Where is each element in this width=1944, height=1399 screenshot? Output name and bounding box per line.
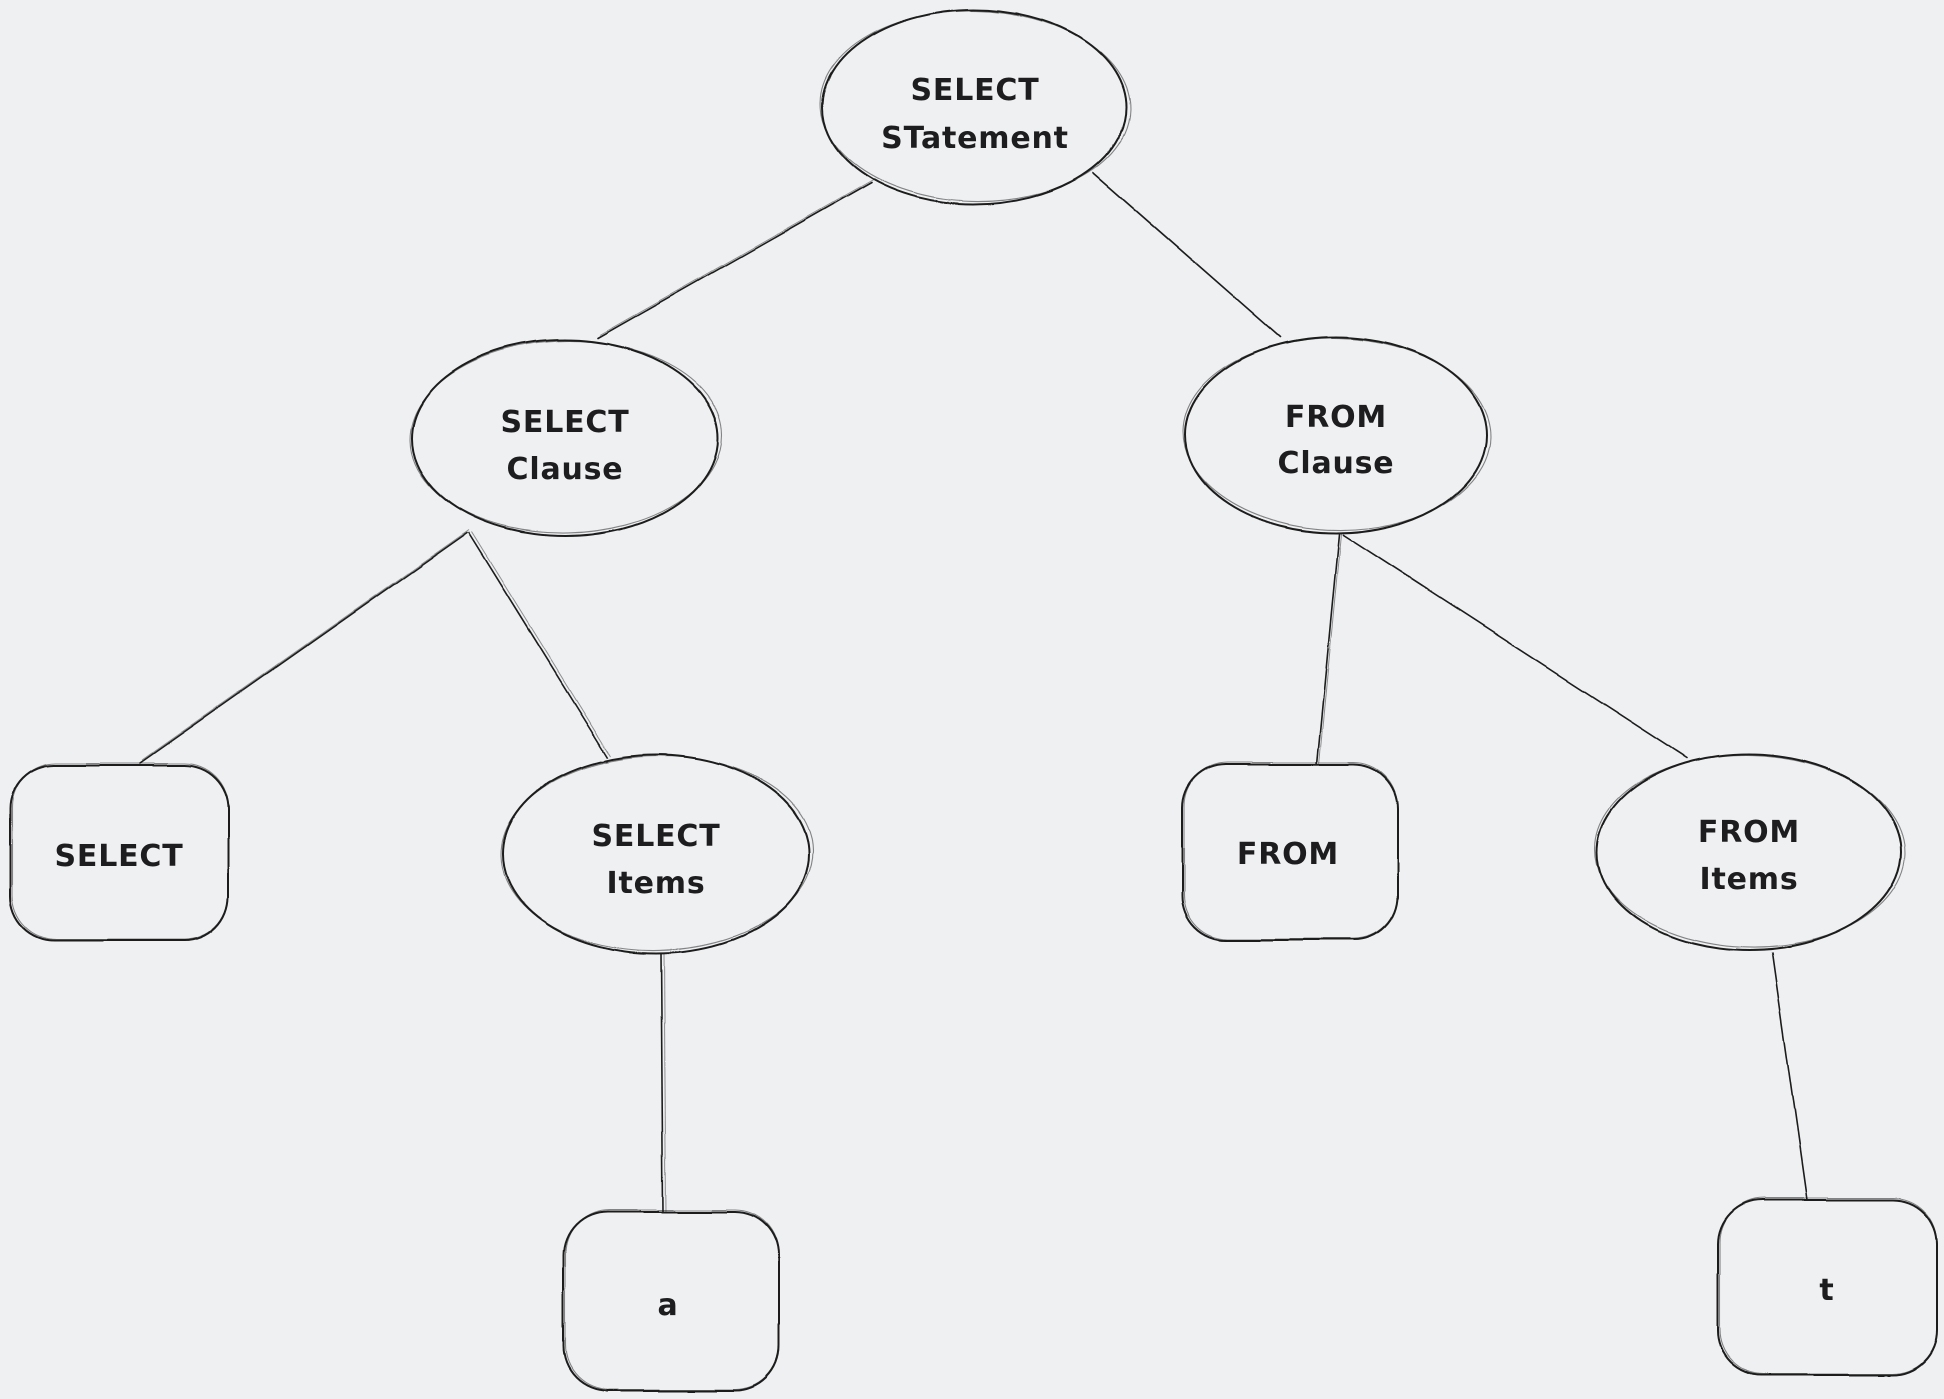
from-clause-label-line1: FROM: [1285, 400, 1387, 435]
item-t-label: t: [1819, 1273, 1834, 1308]
select-items-label-line2: Items: [607, 866, 706, 901]
node-from-items[interactable]: [1593, 752, 1907, 951]
node-select-keyword[interactable]: [9, 762, 229, 942]
edge-select-items-to-item-a[interactable]: [660, 952, 667, 1213]
from-keyword-label: FROM: [1237, 837, 1339, 872]
select-items-label-line1: SELECT: [592, 819, 721, 854]
node-select-items[interactable]: [499, 753, 815, 954]
node-from-keyword[interactable]: [1181, 761, 1399, 941]
from-items-label-line1: FROM: [1698, 815, 1800, 850]
edge-select-clause-to-select-items[interactable]: [468, 531, 612, 758]
select-statement-label-line2: STatement: [881, 121, 1069, 156]
shapes-layer: [9, 7, 1938, 1391]
edge-from-clause-to-from-keyword[interactable]: [1316, 533, 1342, 765]
from-clause-label-line2: Clause: [1278, 446, 1395, 481]
node-from-clause[interactable]: [1181, 335, 1493, 534]
node-select-statement[interactable]: [818, 7, 1133, 205]
edges-layer: [139, 172, 1808, 1213]
edge-select-clause-to-select-keyword[interactable]: [139, 529, 470, 764]
select-statement-label-line1: SELECT: [911, 73, 1040, 108]
node-select-clause[interactable]: [408, 338, 724, 537]
from-items-label-line2: Items: [1700, 862, 1799, 897]
select-clause-label-line2: Clause: [507, 452, 624, 487]
edge-from-clause-to-from-items[interactable]: [1342, 534, 1688, 759]
item-a-label: a: [657, 1288, 678, 1323]
select-keyword-label: SELECT: [55, 839, 184, 874]
node-item-t[interactable]: [1717, 1197, 1938, 1376]
edge-select-statement-to-from-clause[interactable]: [1092, 172, 1281, 338]
node-item-a[interactable]: [562, 1209, 780, 1391]
edge-from-items-to-item-t[interactable]: [1771, 952, 1808, 1201]
labels-layer: SELECT STatement SELECT Clause FROM Clau…: [55, 73, 1834, 1323]
select-clause-label-line1: SELECT: [501, 405, 630, 440]
edge-select-statement-to-select-clause[interactable]: [597, 179, 874, 339]
